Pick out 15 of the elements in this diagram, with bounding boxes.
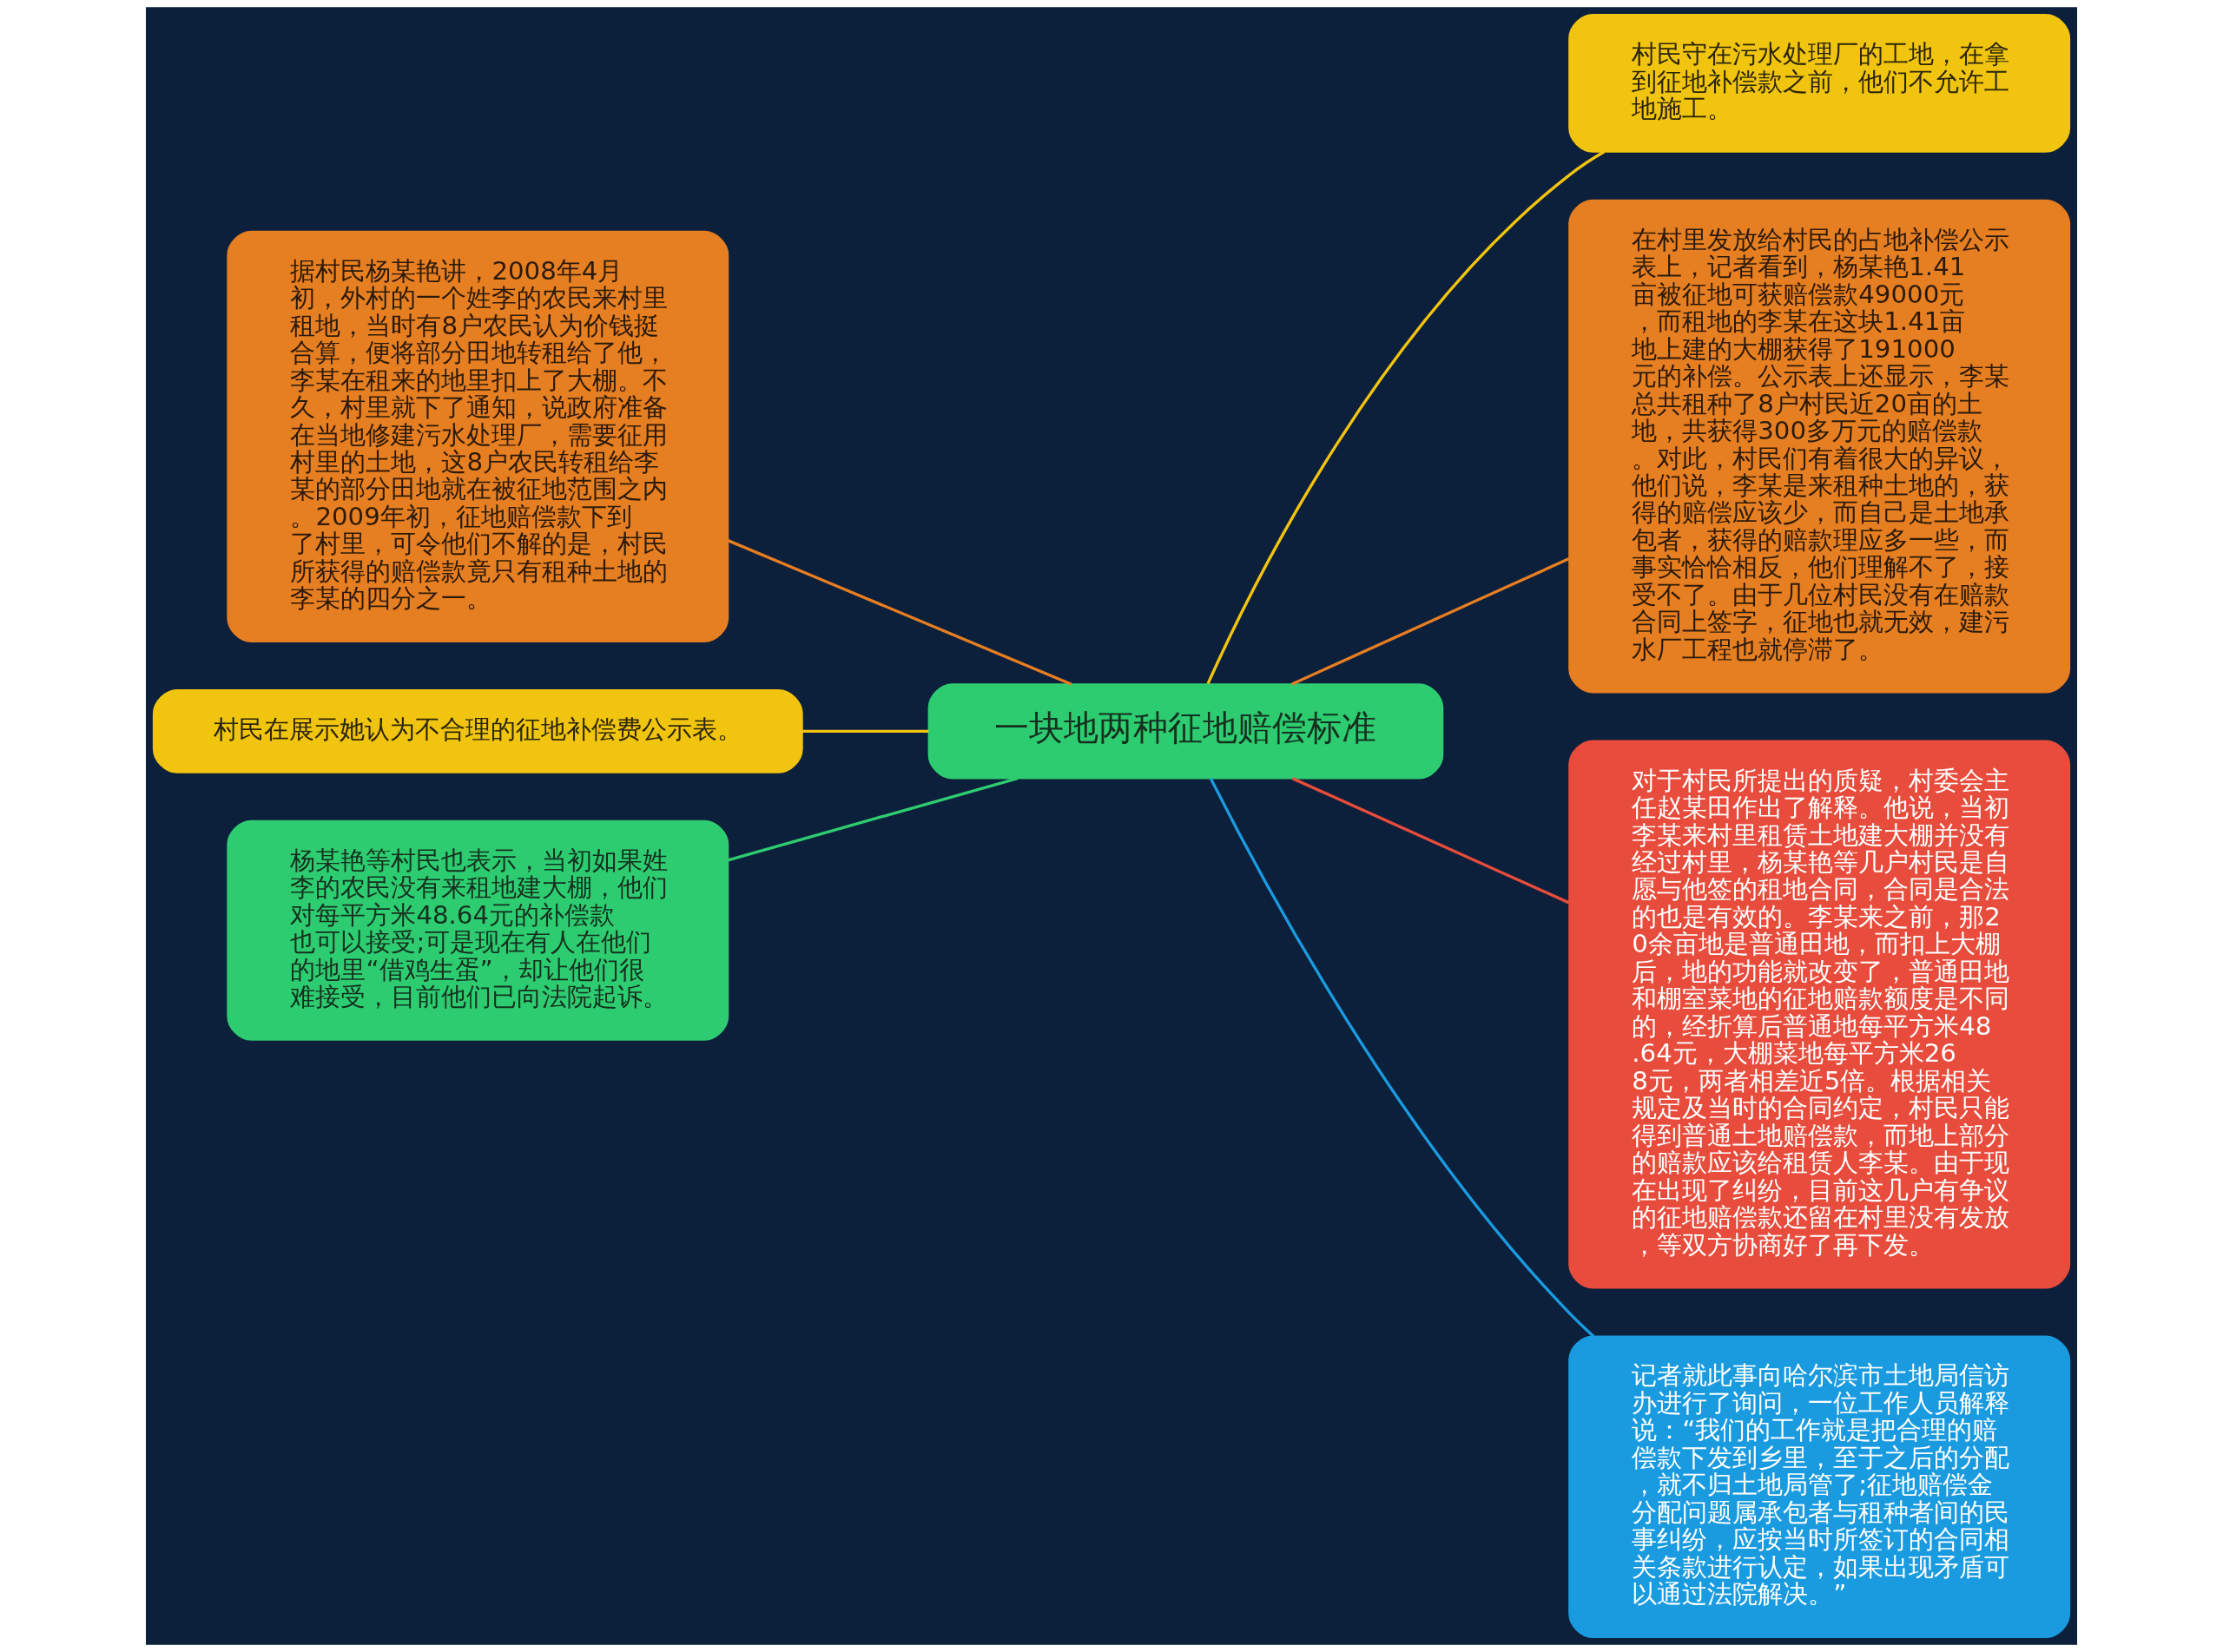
connector [1290,557,1570,686]
node-box: 杨某艳等村民也表示，当初如果姓李的农民没有来租地建大棚，他们对每平方米48.64元的补偿款也可以接受;可是现在有人在他们的地里“借鸡生蛋”，却让他们很难接受，目前他们已向法院起诉。 [227,819,729,1041]
node-box: 在村里发放给村民的占地补偿公示表上，记者看到，杨某艳1.41亩被征地可获赔偿款49000元，而租地的李某在这块1.41亩地上建的大棚获得了191000元的补偿。公示表上还显示，李某总共租种了8户村民近20亩的土地，共获得300多万元的赔偿款。对此，村民们有着很大的异议，他们说，李某是来租种土地的，获得的赔偿应该少，而自己是土地承包者，获得的赔款理应多一些，而事实恰恰相反，他们理解不了，接受不了。由于几位村民没有在赔款合同上签字，征地也就无效，建污水厂工程也就停滞了。 [1568,199,2071,694]
connector [727,776,1019,862]
node-box: 一块地两种征地赔偿标准 [927,683,1444,780]
node-box: 村民守在污水处理厂的工地，在拿到征地补偿款之前，他们不允许工地施工。 [1568,14,2071,153]
connector [727,539,1072,686]
connector [802,729,929,734]
connector [1291,777,1570,905]
node-box: 记者就此事向哈尔滨市土地局信访办进行了询问，一位工作人员解释说：“我们的工作就是把合理的赔偿款下发到乡里，至于之后的分配，就不归土地局管了;征地赔偿金分配问题属承包者与租种者间的民事纠纷，应按当时所签订的合同相关条款进行认定，如果出现矛盾可以通过法院解决。” [1568,1335,2071,1638]
node-box: 对于村民所提出的质疑，村委会主任赵某田作出了解释。他说，当初李某来村里租赁土地建大棚并没有经过村里，杨某艳等几户村民是自愿与他签的租地合同，合同是合法的也是有效的。李某来之前，那20余亩地是普通田地，而扣上大棚后，地的功能就改变了，普通田地和棚室菜地的征地赔款额度是不同的，经折算后普通地每平方米48.64元，大棚菜地每平方米268元，两者相差近5倍。根据相关规定及当时的合同约定，村民只能得到普通土地赔偿款，而地上部分的赔款应该给租赁人李某。由于现在出现了纠纷，目前这几户有争议的征地赔偿款还留在村里没有发放，等双方协商好了再下发。 [1568,740,2071,1289]
node-box: 据村民杨某艳讲，2008年4月初，外村的一个姓李的农民来村里租地，当时有8户农民认为价钱挺合算，便将部分田地转租给了他，李某在租来的地里扣上了大棚。不久，村里就下了通知，说政府准备在当地修建污水处理厂，需要征用村里的土地，这8户农民转租给李某的部分田地就在被征地范围之内。2009年初，征地赔偿款下到了村里，可令他们不解的是，村民所获得的赔偿款竟只有租种土地的李某的四分之一。 [227,230,729,643]
connector [1206,150,1606,685]
connector [1209,778,1595,1338]
node-box: 村民在展示她认为不合理的征地补偿费公示表。 [152,689,803,773]
